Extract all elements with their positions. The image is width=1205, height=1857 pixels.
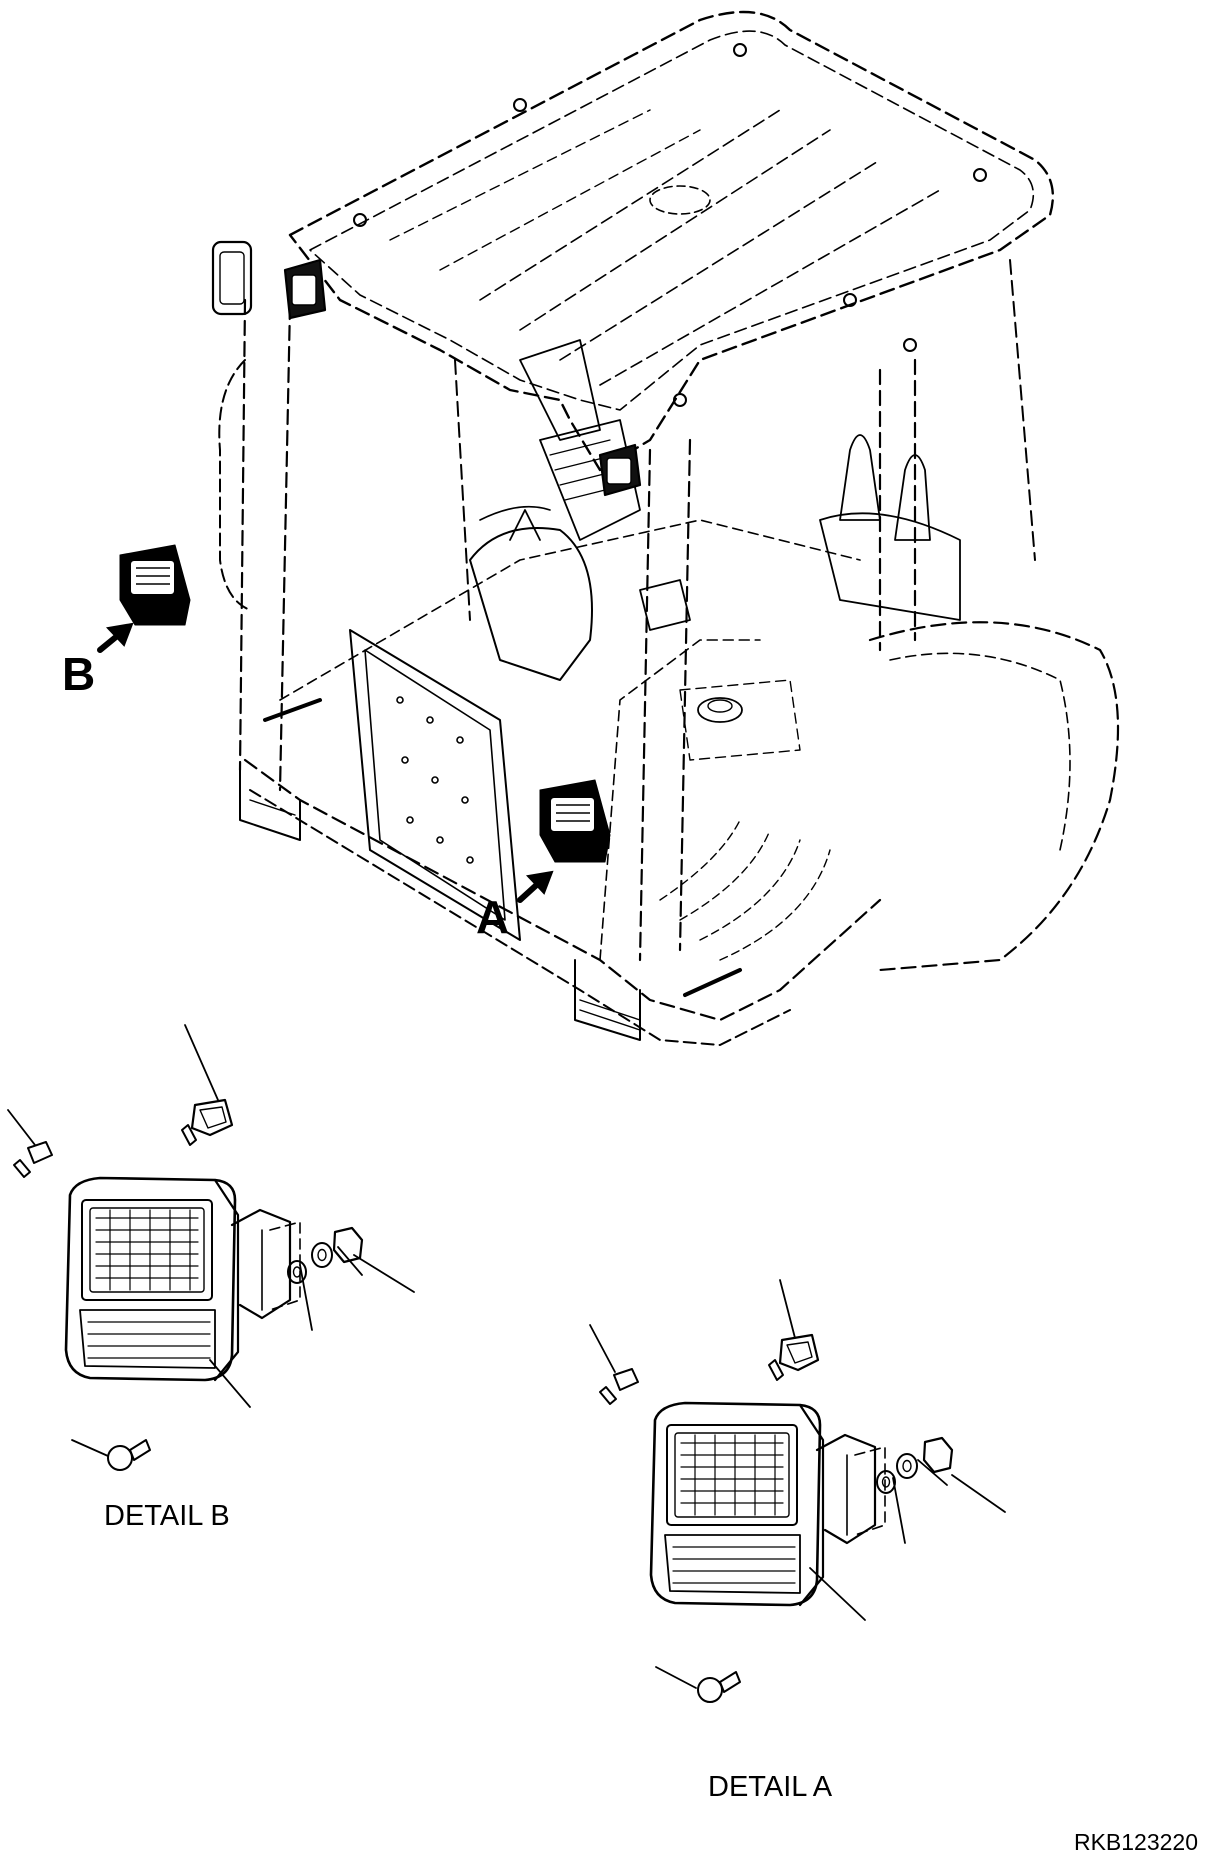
drawing-number: RKB123220 [1074,1829,1198,1855]
callout-arrow-a [517,870,554,903]
detail-b-exploded-lamp [7,1024,415,1471]
operator-cab [211,10,1120,1046]
detail-a-exploded-lamp [589,1279,1006,1703]
lamp-b-on-cab [119,544,191,626]
detail-b-caption: DETAIL B [104,1500,230,1532]
callout-label-b: B [62,648,95,700]
callout-arrow-b [97,622,134,653]
callout-label-a: A [476,891,509,943]
lamp-a-on-cab [539,779,611,863]
detail-a-caption: DETAIL A [708,1771,833,1803]
